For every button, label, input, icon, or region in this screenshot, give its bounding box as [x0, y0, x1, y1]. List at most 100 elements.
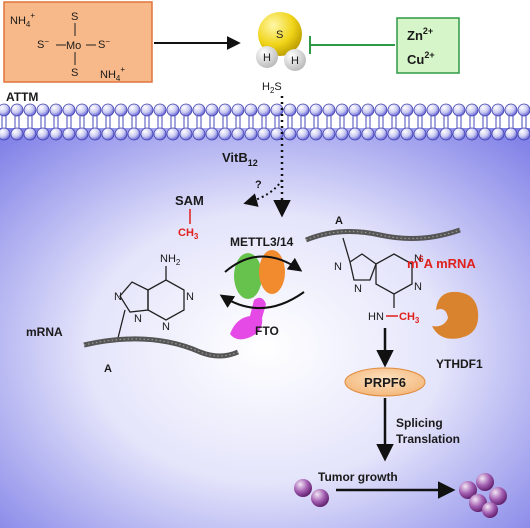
lipid-head	[244, 103, 258, 117]
lipid-head	[361, 103, 375, 117]
cells-before-growth	[294, 479, 329, 507]
lipid-head	[374, 127, 388, 141]
lipid-head	[36, 103, 50, 117]
svg-text:N: N	[114, 291, 122, 303]
adenine-structure-right	[342, 237, 413, 308]
demethylation-arrow	[219, 291, 305, 309]
lipid-head	[452, 103, 466, 117]
sam-label: SAM	[175, 193, 204, 208]
translation-label: Translation	[396, 432, 460, 446]
h2s-molecule: S H H	[256, 12, 306, 71]
adenine-labels-left: NH2 N N N N	[114, 253, 194, 333]
svg-text:N: N	[134, 313, 142, 325]
splicing-label: Splicing	[396, 416, 443, 430]
methylation-arrow	[224, 255, 303, 273]
ythdf1-label: YTHDF1	[436, 357, 483, 371]
lipid-head	[88, 103, 102, 117]
lipid-head	[127, 127, 141, 141]
lipid-head	[283, 127, 297, 141]
ythdf1-protein	[432, 291, 479, 339]
svg-text:S−: S−	[98, 37, 110, 51]
lipid-head	[426, 127, 440, 141]
lipid-head	[504, 127, 518, 141]
lipid-head	[62, 103, 76, 117]
svg-text:S−: S−	[37, 37, 49, 51]
lipid-head	[140, 127, 154, 141]
lipid-head	[374, 103, 388, 117]
lipid-head	[140, 103, 154, 117]
lipid-head	[231, 127, 245, 141]
mrna-strand-right	[305, 227, 461, 243]
lipid-head	[205, 103, 219, 117]
lipid-head	[491, 103, 505, 117]
lipid-head	[348, 127, 362, 141]
lipid-head	[127, 103, 141, 117]
svg-text:S: S	[71, 11, 78, 23]
lipid-head	[478, 127, 492, 141]
lipid-head	[465, 103, 479, 117]
adenine-labels-right: N N N N	[334, 253, 422, 295]
prpf6-label: PRPF6	[364, 375, 406, 390]
m6a-mrna-label: m6A mRNA	[407, 254, 476, 271]
lipid-head	[322, 103, 336, 117]
n6-methyl-group: HN CH3	[368, 311, 420, 325]
lipid-head	[10, 103, 24, 117]
lipid-head	[114, 103, 128, 117]
lipid-head	[361, 127, 375, 141]
lipid-head	[49, 127, 63, 141]
metal-inhibition	[309, 36, 395, 54]
lipid-head	[101, 103, 115, 117]
svg-text:NH2: NH2	[160, 253, 181, 267]
lipid-head	[244, 127, 258, 141]
prpf6-node: PRPF6	[344, 367, 426, 397]
lipid-head	[36, 127, 50, 141]
lipid-head	[218, 127, 232, 141]
attm-label: ATTM	[6, 90, 38, 104]
lipid-head	[218, 103, 232, 117]
svg-text:Zn2+: Zn2+	[407, 26, 433, 43]
sam-ch3: CH3	[178, 227, 199, 241]
lipid-head	[335, 103, 349, 117]
lipid-head	[23, 103, 37, 117]
lipid-head	[387, 127, 401, 141]
cells-after-growth	[459, 473, 507, 518]
svg-text:Mo: Mo	[66, 40, 81, 52]
lipid-head	[387, 103, 401, 117]
svg-text:H: H	[263, 52, 271, 64]
lipid-head	[335, 127, 349, 141]
lipid-head	[166, 103, 180, 117]
lipid-head	[23, 127, 37, 141]
lipid-head	[478, 103, 492, 117]
vitb12-label: VitB12	[222, 150, 258, 168]
svg-text:CH3: CH3	[399, 311, 420, 325]
lipid-head	[101, 127, 115, 141]
lipid-head	[426, 103, 440, 117]
lipid-head	[296, 103, 310, 117]
lipid-head	[257, 103, 271, 117]
svg-text:N: N	[414, 281, 422, 293]
svg-text:NH4+: NH4+	[10, 11, 35, 29]
lipid-head	[517, 127, 530, 141]
lipid-head	[517, 103, 530, 117]
lipid-head	[179, 103, 193, 117]
lipid-head	[452, 127, 466, 141]
lipid-head	[309, 127, 323, 141]
svg-text:S: S	[276, 29, 283, 41]
mrna-right-base: A	[335, 215, 343, 227]
lipid-head	[413, 127, 427, 141]
metal-ions-box: Zn2+ Cu2+	[396, 17, 460, 74]
lipid-head	[75, 103, 89, 117]
mettl3-14-complex	[234, 250, 285, 299]
svg-text:NH4+: NH4+	[100, 65, 125, 83]
lipid-head	[166, 127, 180, 141]
svg-text:N: N	[414, 253, 422, 265]
lipid-head	[192, 127, 206, 141]
mrna-strand-left	[83, 336, 240, 359]
attm-box: NH4+ S S− Mo S− S NH4+	[3, 1, 153, 83]
lipid-head	[231, 103, 245, 117]
svg-text:N: N	[334, 261, 342, 273]
svg-text:H: H	[291, 55, 299, 67]
lipid-head	[283, 103, 297, 117]
adenine-structure-left	[117, 266, 185, 339]
lipid-head	[153, 127, 167, 141]
